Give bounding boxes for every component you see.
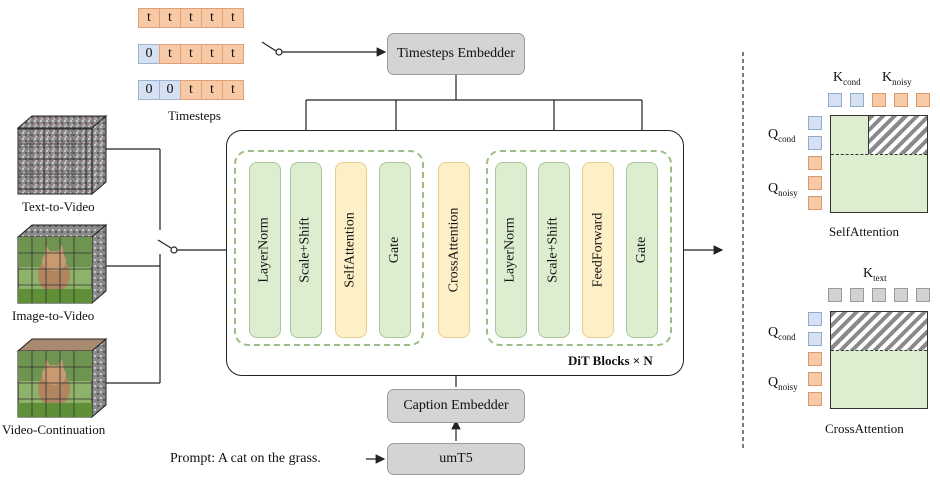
q-noisy-token	[808, 156, 822, 170]
k-text-token	[828, 288, 842, 302]
timestep-cell: t	[138, 8, 160, 28]
self-attention-title: SelfAttention	[829, 224, 900, 239]
task-label-continuation: Video-Continuation	[2, 422, 106, 437]
noise-video-cube	[16, 114, 108, 196]
q-noisy-token	[808, 196, 822, 210]
block-self-attention: SelfAttention	[335, 162, 367, 338]
cond-noisy-divider	[831, 154, 927, 155]
q-cond-token	[808, 116, 822, 130]
k-cond-token	[828, 93, 842, 107]
umt5-box: umT5	[387, 443, 525, 475]
masked-region	[868, 116, 927, 154]
block-layernorm-2: LayerNorm	[495, 162, 527, 338]
cross-q-noisy-token	[808, 372, 822, 386]
cross-q-noisy-token	[808, 352, 822, 366]
block-gate-1: Gate	[379, 162, 411, 338]
timestep-cell: t	[201, 44, 223, 64]
timestep-cell: t	[180, 8, 202, 28]
task-label-t2v: Text-to-Video	[22, 199, 95, 214]
cross-q-cond-token	[808, 332, 822, 346]
timestep-cell: t	[180, 80, 202, 100]
dit-blocks-label: DiT Blocks × N	[568, 353, 653, 368]
timesteps-label: Timesteps	[168, 108, 221, 123]
k-cond-token	[850, 93, 864, 107]
k-text-token	[894, 288, 908, 302]
timestep-cell: t	[201, 80, 223, 100]
masked-region	[831, 312, 927, 350]
prompt-text: Prompt: A cat on the grass.	[170, 451, 321, 466]
block-layernorm-1: LayerNorm	[249, 162, 281, 338]
q-noisy-token	[808, 176, 822, 190]
cat-video-cube	[16, 337, 108, 419]
cross-q-noisy-token	[808, 392, 822, 406]
cross-attention-matrix	[830, 311, 928, 409]
caption-embedder-box: Caption Embedder	[387, 389, 525, 423]
k-text-label: Ktext	[863, 266, 887, 283]
attention-group-left	[234, 150, 424, 346]
timestep-cell: 0	[138, 44, 160, 64]
feedforward-group-right	[486, 150, 672, 346]
k-noisy-token	[916, 93, 930, 107]
cross-q-cond-label: Qcond	[768, 325, 796, 342]
task-label-i2v: Image-to-Video	[12, 308, 95, 323]
timestep-cell: t	[201, 8, 223, 28]
k-noisy-token	[894, 93, 908, 107]
block-scale-shift-2: Scale+Shift	[538, 162, 570, 338]
block-feedforward: FeedForward	[582, 162, 614, 338]
self-attention-matrix	[830, 115, 928, 213]
cross-q-noisy-label: Qnoisy	[768, 375, 798, 392]
cross-attention-title: CrossAttention	[825, 421, 904, 436]
timestep-cell: 0	[159, 80, 181, 100]
k-noisy-label: Knoisy	[882, 70, 912, 87]
timesteps-embedder-box: Timesteps Embedder	[387, 33, 525, 75]
q-cond-token	[808, 136, 822, 150]
k-text-token	[872, 288, 886, 302]
timestep-cell: t	[159, 8, 181, 28]
q-cond-label: Qcond	[768, 127, 796, 144]
timestep-cell: t	[222, 80, 244, 100]
cond-noisy-divider	[831, 350, 927, 351]
timestep-cell: t	[222, 44, 244, 64]
block-gate-2: Gate	[626, 162, 658, 338]
k-noisy-token	[872, 93, 886, 107]
cross-q-cond-token	[808, 312, 822, 326]
k-text-token	[850, 288, 864, 302]
block-cross-attention: CrossAttention	[438, 162, 470, 338]
timestep-cell: t	[180, 44, 202, 64]
timestep-cell: t	[159, 44, 181, 64]
q-noisy-label: Qnoisy	[768, 181, 798, 198]
k-text-token	[916, 288, 930, 302]
k-cond-label: Kcond	[833, 70, 861, 87]
block-scale-shift-1: Scale+Shift	[290, 162, 322, 338]
timestep-cell: t	[222, 8, 244, 28]
cat-image-cube	[16, 223, 108, 305]
timestep-cell: 0	[138, 80, 160, 100]
